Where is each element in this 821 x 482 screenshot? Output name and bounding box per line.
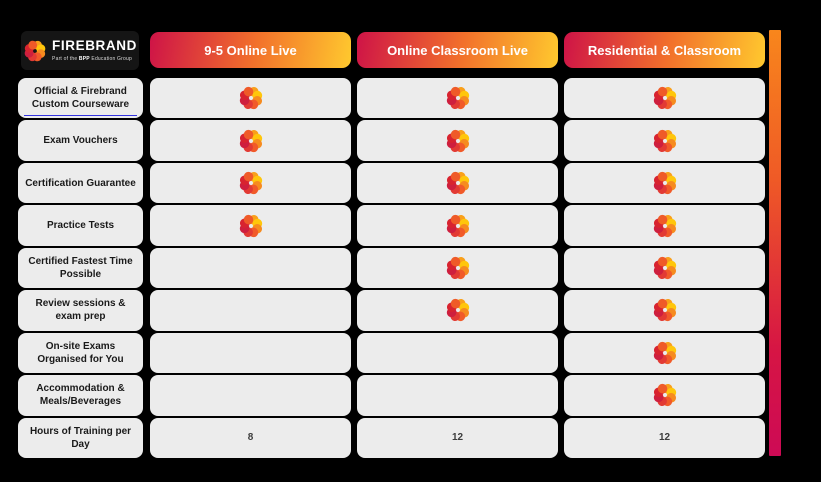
firebrand-swirl-icon: [653, 129, 676, 152]
table-cell: [564, 162, 765, 204]
tagline-prefix: Part of the: [52, 55, 78, 62]
feature-label-text: Certification Guarantee: [25, 177, 136, 189]
table-cell: [150, 120, 351, 161]
tagline-bpp: BPP: [78, 55, 90, 62]
firebrand-swirl-icon: [239, 171, 262, 195]
feature-label-text: On-site Exams Organised for You: [37, 340, 124, 365]
table-cell: [357, 247, 558, 289]
table-cell: [564, 247, 765, 289]
firebrand-swirl-icon: [239, 129, 262, 152]
firebrand-swirl-icon: [446, 129, 469, 152]
table-cell: [357, 78, 558, 119]
feature-label: On-site Exams Organised for You: [18, 332, 143, 374]
column-residential-classroom-cells: 12: [564, 78, 765, 458]
firebrand-swirl-icon: [653, 341, 676, 365]
accent-gradient-bar: [769, 30, 781, 456]
feature-label: Accommodation & Meals/Beverages: [18, 375, 143, 416]
table-cell: [150, 162, 351, 204]
brand-text: FIREBRAND Part of the BPP Education Grou…: [52, 38, 137, 62]
cell-value: 8: [247, 432, 254, 444]
firebrand-swirl-icon: [653, 256, 676, 280]
brand-name: FIREBRAND: [52, 38, 137, 54]
feature-label-text: Certified Fastest Time Possible: [28, 255, 133, 280]
firebrand-swirl-icon: [446, 299, 469, 322]
feature-label: Review sessions & exam prep: [18, 290, 143, 331]
table-cell: [357, 332, 558, 374]
firebrand-swirl-icon: [446, 256, 469, 280]
feature-label: Certified Fastest Time Possible: [18, 247, 143, 289]
feature-label-text: Official & Firebrand Custom Courseware: [31, 86, 130, 111]
table-cell: [150, 332, 351, 374]
table-cell: 8: [150, 417, 351, 458]
table-cell: [150, 205, 351, 246]
feature-label-text: Accommodation & Meals/Beverages: [36, 383, 125, 408]
tagline-suffix: Education Group: [91, 55, 132, 62]
brand-logo: FIREBRAND Part of the BPP Education Grou…: [21, 31, 139, 70]
feature-label: Official & Firebrand Custom Courseware: [18, 78, 143, 119]
cell-value: 12: [658, 432, 671, 444]
column-header-9-5-online-live[interactable]: 9-5 Online Live: [150, 32, 351, 68]
feature-label-text: Review sessions & exam prep: [35, 298, 126, 323]
feature-label-text: Hours of Training per Day: [29, 425, 132, 450]
firebrand-swirl-icon: [653, 87, 676, 110]
table-cell: [564, 290, 765, 331]
table-cell: [564, 332, 765, 374]
table-cell: [150, 247, 351, 289]
firebrand-swirl-icon: [653, 171, 676, 195]
table-cell: 12: [564, 417, 765, 458]
column-9-5-online-live-cells: 8: [150, 78, 351, 458]
column-header-residential-classroom[interactable]: Residential & Classroom: [564, 32, 765, 68]
firebrand-swirl-icon: [446, 214, 469, 237]
column-online-classroom-live-cells: 12: [357, 78, 558, 458]
table-cell: [564, 375, 765, 416]
table-cell: [357, 205, 558, 246]
firebrand-swirl-icon: [653, 214, 676, 237]
column-header-online-classroom-live[interactable]: Online Classroom Live: [357, 32, 558, 68]
table-cell: [150, 78, 351, 119]
table-cell: [564, 78, 765, 119]
firebrand-swirl-icon: [24, 40, 46, 61]
feature-label: Exam Vouchers: [18, 120, 143, 161]
feature-label: Hours of Training per Day: [18, 417, 143, 458]
firebrand-swirl-icon: [446, 171, 469, 195]
cell-value: 12: [451, 432, 464, 444]
feature-label: Practice Tests: [18, 205, 143, 246]
table-cell: [357, 375, 558, 416]
table-cell: [564, 120, 765, 161]
feature-label: Certification Guarantee: [18, 162, 143, 204]
firebrand-swirl-icon: [653, 299, 676, 322]
brand-tagline: Part of the BPP Education Group: [52, 56, 132, 62]
table-cell: 12: [357, 417, 558, 458]
table-cell: [150, 290, 351, 331]
firebrand-swirl-icon: [23, 39, 47, 63]
firebrand-swirl-icon: [239, 87, 262, 110]
table-cell: [357, 162, 558, 204]
table-cell: [564, 205, 765, 246]
firebrand-swirl-icon: [653, 384, 676, 407]
firebrand-swirl-icon: [239, 214, 262, 237]
table-cell: [150, 375, 351, 416]
table-cell: [357, 120, 558, 161]
firebrand-swirl-icon: [446, 87, 469, 110]
table-cell: [357, 290, 558, 331]
label-underline: [24, 114, 137, 117]
feature-label-text: Practice Tests: [46, 220, 115, 232]
feature-label-text: Exam Vouchers: [43, 135, 118, 147]
